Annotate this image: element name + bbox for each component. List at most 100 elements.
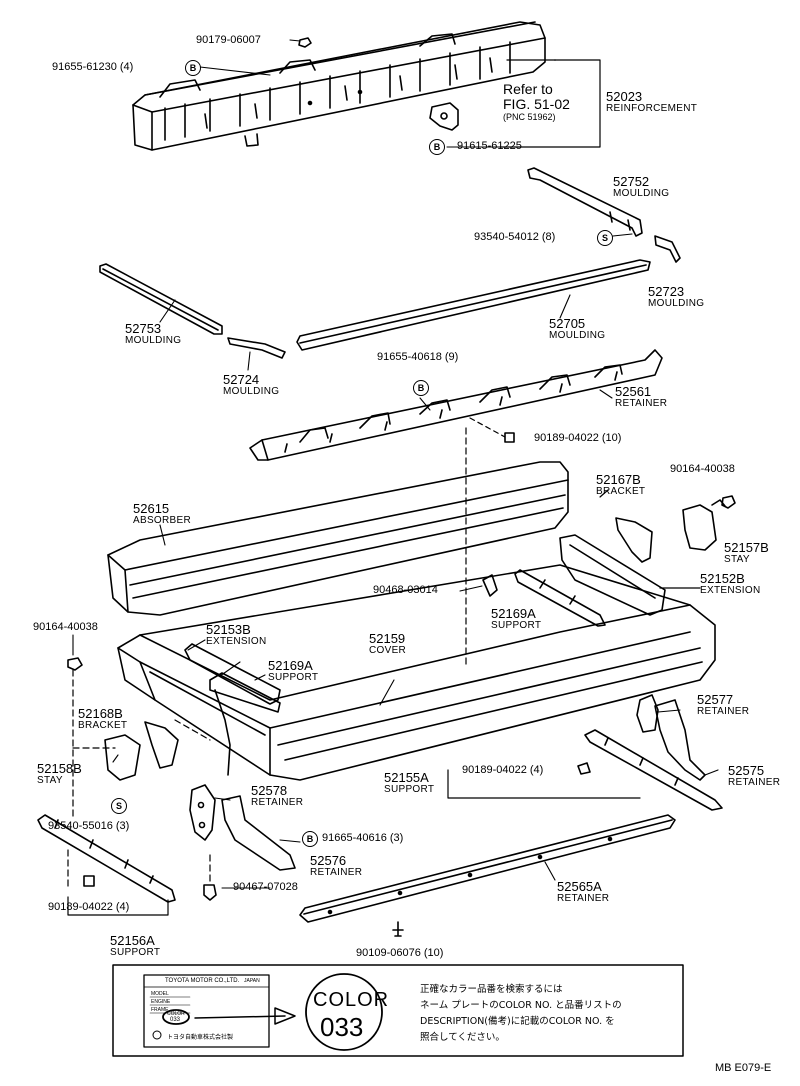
symbol-b-marker: B [185,60,201,76]
retainer-52577-drawing [636,694,659,733]
plate-title: TOYOTA MOTOR CO.,LTD. [165,978,240,984]
fastener-93540-55016: 93540-55016 (3) [48,820,130,832]
name-plate-illustration [143,974,270,1048]
support-52156a-drawing [37,814,176,903]
retainer-52565a-drawing [299,814,676,923]
diagram-code: MB E079-E [715,1062,772,1074]
fastener-90179-06007: 90179-06007 [196,34,261,46]
bolt-90164-right-icon [721,495,736,509]
fastener-90189-04022-4-left: 90189-04022 (4) [48,901,130,913]
reinforcement-drawing [132,21,546,151]
note-line-2: ネーム プレートのCOLOR NO. と品番リストの [420,1000,622,1011]
clip-90189-left-icon [83,875,95,887]
symbol-b-marker: B [413,380,429,396]
retainer-52561-drawing [249,349,663,461]
color-info-box [112,964,684,1057]
support-52169a-right-drawing [514,569,606,627]
clip-90467-icon [203,884,217,901]
retainer-52575-drawing [584,729,723,811]
fastener-90189-04022-10: 90189-04022 (10) [534,432,622,444]
fastener-90189-04022-4-right: 90189-04022 (4) [462,764,544,776]
refer-bracket-drawing [429,102,459,131]
note-line-4: 照合してください。 [420,1032,505,1043]
plate-color-num: 033 [170,1017,181,1023]
absorber-52615-drawing [107,461,569,616]
fastener-91665-40616: 91665-40616 (3) [322,832,404,844]
clip-90189-icon [504,432,515,443]
bracket-52167b-drawing [615,517,653,563]
moulding-52724-drawing [227,337,286,359]
symbol-s-marker: S [111,798,127,814]
plate-origin: JAPAN [244,978,260,984]
fastener-90164-40038-right: 90164-40038 [670,463,735,475]
plate-row-engine: ENGINE [151,999,171,1005]
fastener-90164-40038-left: 90164-40038 [33,621,98,633]
moulding-52752-drawing [527,167,643,237]
plate-color-word: COLOR [167,1011,185,1017]
color-number: 033 [320,1012,364,1042]
color-word: COLOR [313,989,390,1011]
extension-52152b-drawing [559,534,666,616]
fastener-90109-06076: 90109-06076 (10) [356,947,444,959]
plate-row-model: MODEL [151,991,169,997]
note-line-3: DESCRIPTION(備考)に記載のCOLOR NO. を [420,1016,615,1027]
refer-line2: FIG. 51-02 [503,96,570,113]
refer-line1: Refer to [503,81,553,97]
symbol-b-marker: B [302,831,318,847]
fastener-93540-54012: 93540-54012 (8) [474,231,556,243]
fastener-90468-03014: 90468-03014 [373,584,438,596]
color-circle [305,973,383,1051]
symbol-b-marker: B [429,139,445,155]
fastener-90467-07028: 90467-07028 [233,881,298,893]
moulding-52753-drawing [99,263,223,335]
clip-90468-icon [482,574,498,597]
clip-90189-right-icon [577,762,591,775]
fastener-91655-61230: 91655-61230 (4) [52,61,134,73]
arrow-icon [274,1007,296,1025]
refer-line3: (PNC 51962) [503,111,556,122]
symbol-s-marker: S [597,230,613,246]
bolt-90109-icon [392,921,404,937]
note-line-1: 正確なカラー品番を検索するには [420,984,563,995]
stay-52157b-drawing [682,504,717,551]
moulding-52723-drawing [654,235,681,263]
bolt-90179-icon [298,37,312,48]
retainer-52576-drawing [221,795,296,871]
extension-52153b-drawing [184,643,281,705]
retainer-52578-drawing [189,784,216,841]
stay-52158b-drawing [104,734,141,781]
plate-row-frame: FRAME [151,1007,169,1013]
support-52169a-left-drawing [209,672,281,713]
bolt-90164-left-icon [67,657,83,671]
fastener-91655-40618: 91655-40618 (9) [377,351,459,363]
moulding-52705-drawing [296,259,651,351]
refer-to-figure: Refer to FIG. 51-02 (PNC 51962) [503,81,570,123]
bracket-52168b-drawing [144,721,179,769]
